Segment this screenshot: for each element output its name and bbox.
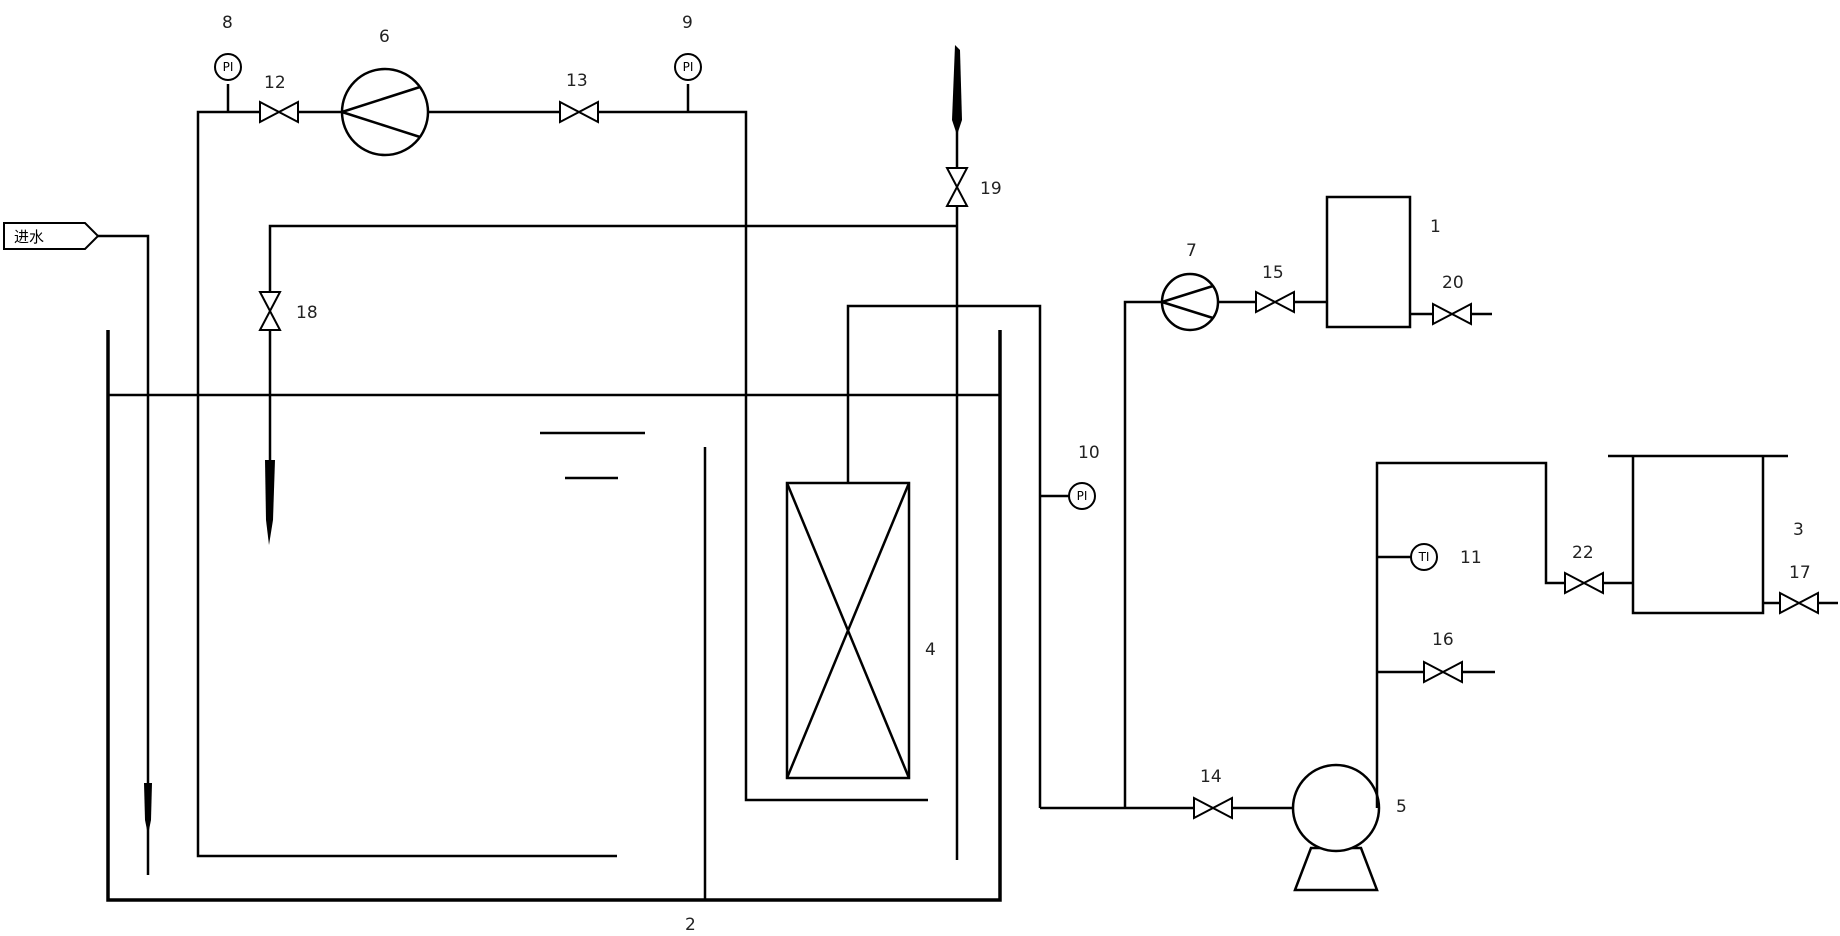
- valve-18-label: 18: [296, 303, 318, 323]
- inlet-pipe: [98, 234, 150, 875]
- blower-6: [340, 67, 430, 157]
- backwash-pipe: [1123, 300, 1162, 808]
- valve-15-label: 15: [1262, 263, 1284, 283]
- membrane-module-label: 4: [925, 640, 936, 660]
- valve-22[interactable]: [1564, 571, 1604, 595]
- vent-nozzle-top: [952, 45, 962, 135]
- backwash-pump-7-label: 7: [1186, 241, 1197, 261]
- pressure-gauge-8: PI: [214, 53, 242, 81]
- valve-19[interactable]: [945, 167, 969, 207]
- aeration-return-pipe: [598, 110, 928, 802]
- valve-13[interactable]: [559, 100, 599, 124]
- inlet-arrow: 进水: [3, 222, 100, 250]
- gauge-10-label: 10: [1078, 443, 1100, 463]
- gauge-9-label: 9: [682, 13, 693, 33]
- svg-text:PI: PI: [1077, 489, 1088, 503]
- svg-text:PI: PI: [223, 60, 234, 74]
- reactor-tank: 2: [106, 330, 1002, 935]
- valve-14-label: 14: [1200, 767, 1222, 787]
- valve-15[interactable]: [1255, 290, 1295, 314]
- valve-14[interactable]: [1193, 796, 1233, 820]
- svg-text:TI: TI: [1418, 550, 1430, 564]
- inlet-diffuser-nozzle: [144, 783, 152, 835]
- membrane-module: 4: [785, 481, 936, 780]
- valve-16-label: 16: [1432, 630, 1454, 650]
- valve-16[interactable]: [1423, 660, 1463, 684]
- temperature-gauge-11: TI: [1410, 543, 1438, 571]
- chemical-tank-3-label: 3: [1793, 520, 1804, 540]
- pressure-gauge-10: PI: [1068, 482, 1096, 510]
- permeate-pipe: [846, 304, 1042, 808]
- reactor-tank-label: 2: [685, 915, 696, 935]
- valve-22-label: 22: [1572, 543, 1594, 563]
- air-branch-pipe: [268, 224, 957, 292]
- gauge-11-label: 11: [1460, 548, 1482, 568]
- valve-20-label: 20: [1442, 273, 1464, 293]
- valve-12[interactable]: [259, 100, 299, 124]
- valve-17-label: 17: [1789, 563, 1811, 583]
- backwash-pump-7: [1160, 272, 1220, 332]
- main-pump-5-label: 5: [1396, 797, 1407, 817]
- valve-20[interactable]: [1432, 302, 1472, 326]
- valve-18[interactable]: [258, 291, 282, 331]
- valve-19-label: 19: [980, 179, 1002, 199]
- pressure-gauge-9: PI: [674, 53, 702, 81]
- valve-13-label: 13: [566, 71, 588, 91]
- valve-12-label: 12: [264, 73, 286, 93]
- gauge-8-label: 8: [222, 13, 233, 33]
- discharge-pipe: [1375, 461, 1565, 808]
- aeration-loop-left-pipe: [196, 110, 617, 858]
- backwash-tank-1-label: 1: [1430, 217, 1441, 237]
- valve-17[interactable]: [1779, 591, 1819, 615]
- backwash-tank-1: [1325, 195, 1412, 329]
- svg-text:PI: PI: [683, 60, 694, 74]
- chemical-tank-3: [1608, 454, 1788, 615]
- inlet-label: 进水: [14, 228, 44, 246]
- main-pump-5: [1291, 763, 1381, 892]
- air-diffuser-nozzle: [265, 460, 275, 545]
- blower-6-label: 6: [379, 27, 390, 47]
